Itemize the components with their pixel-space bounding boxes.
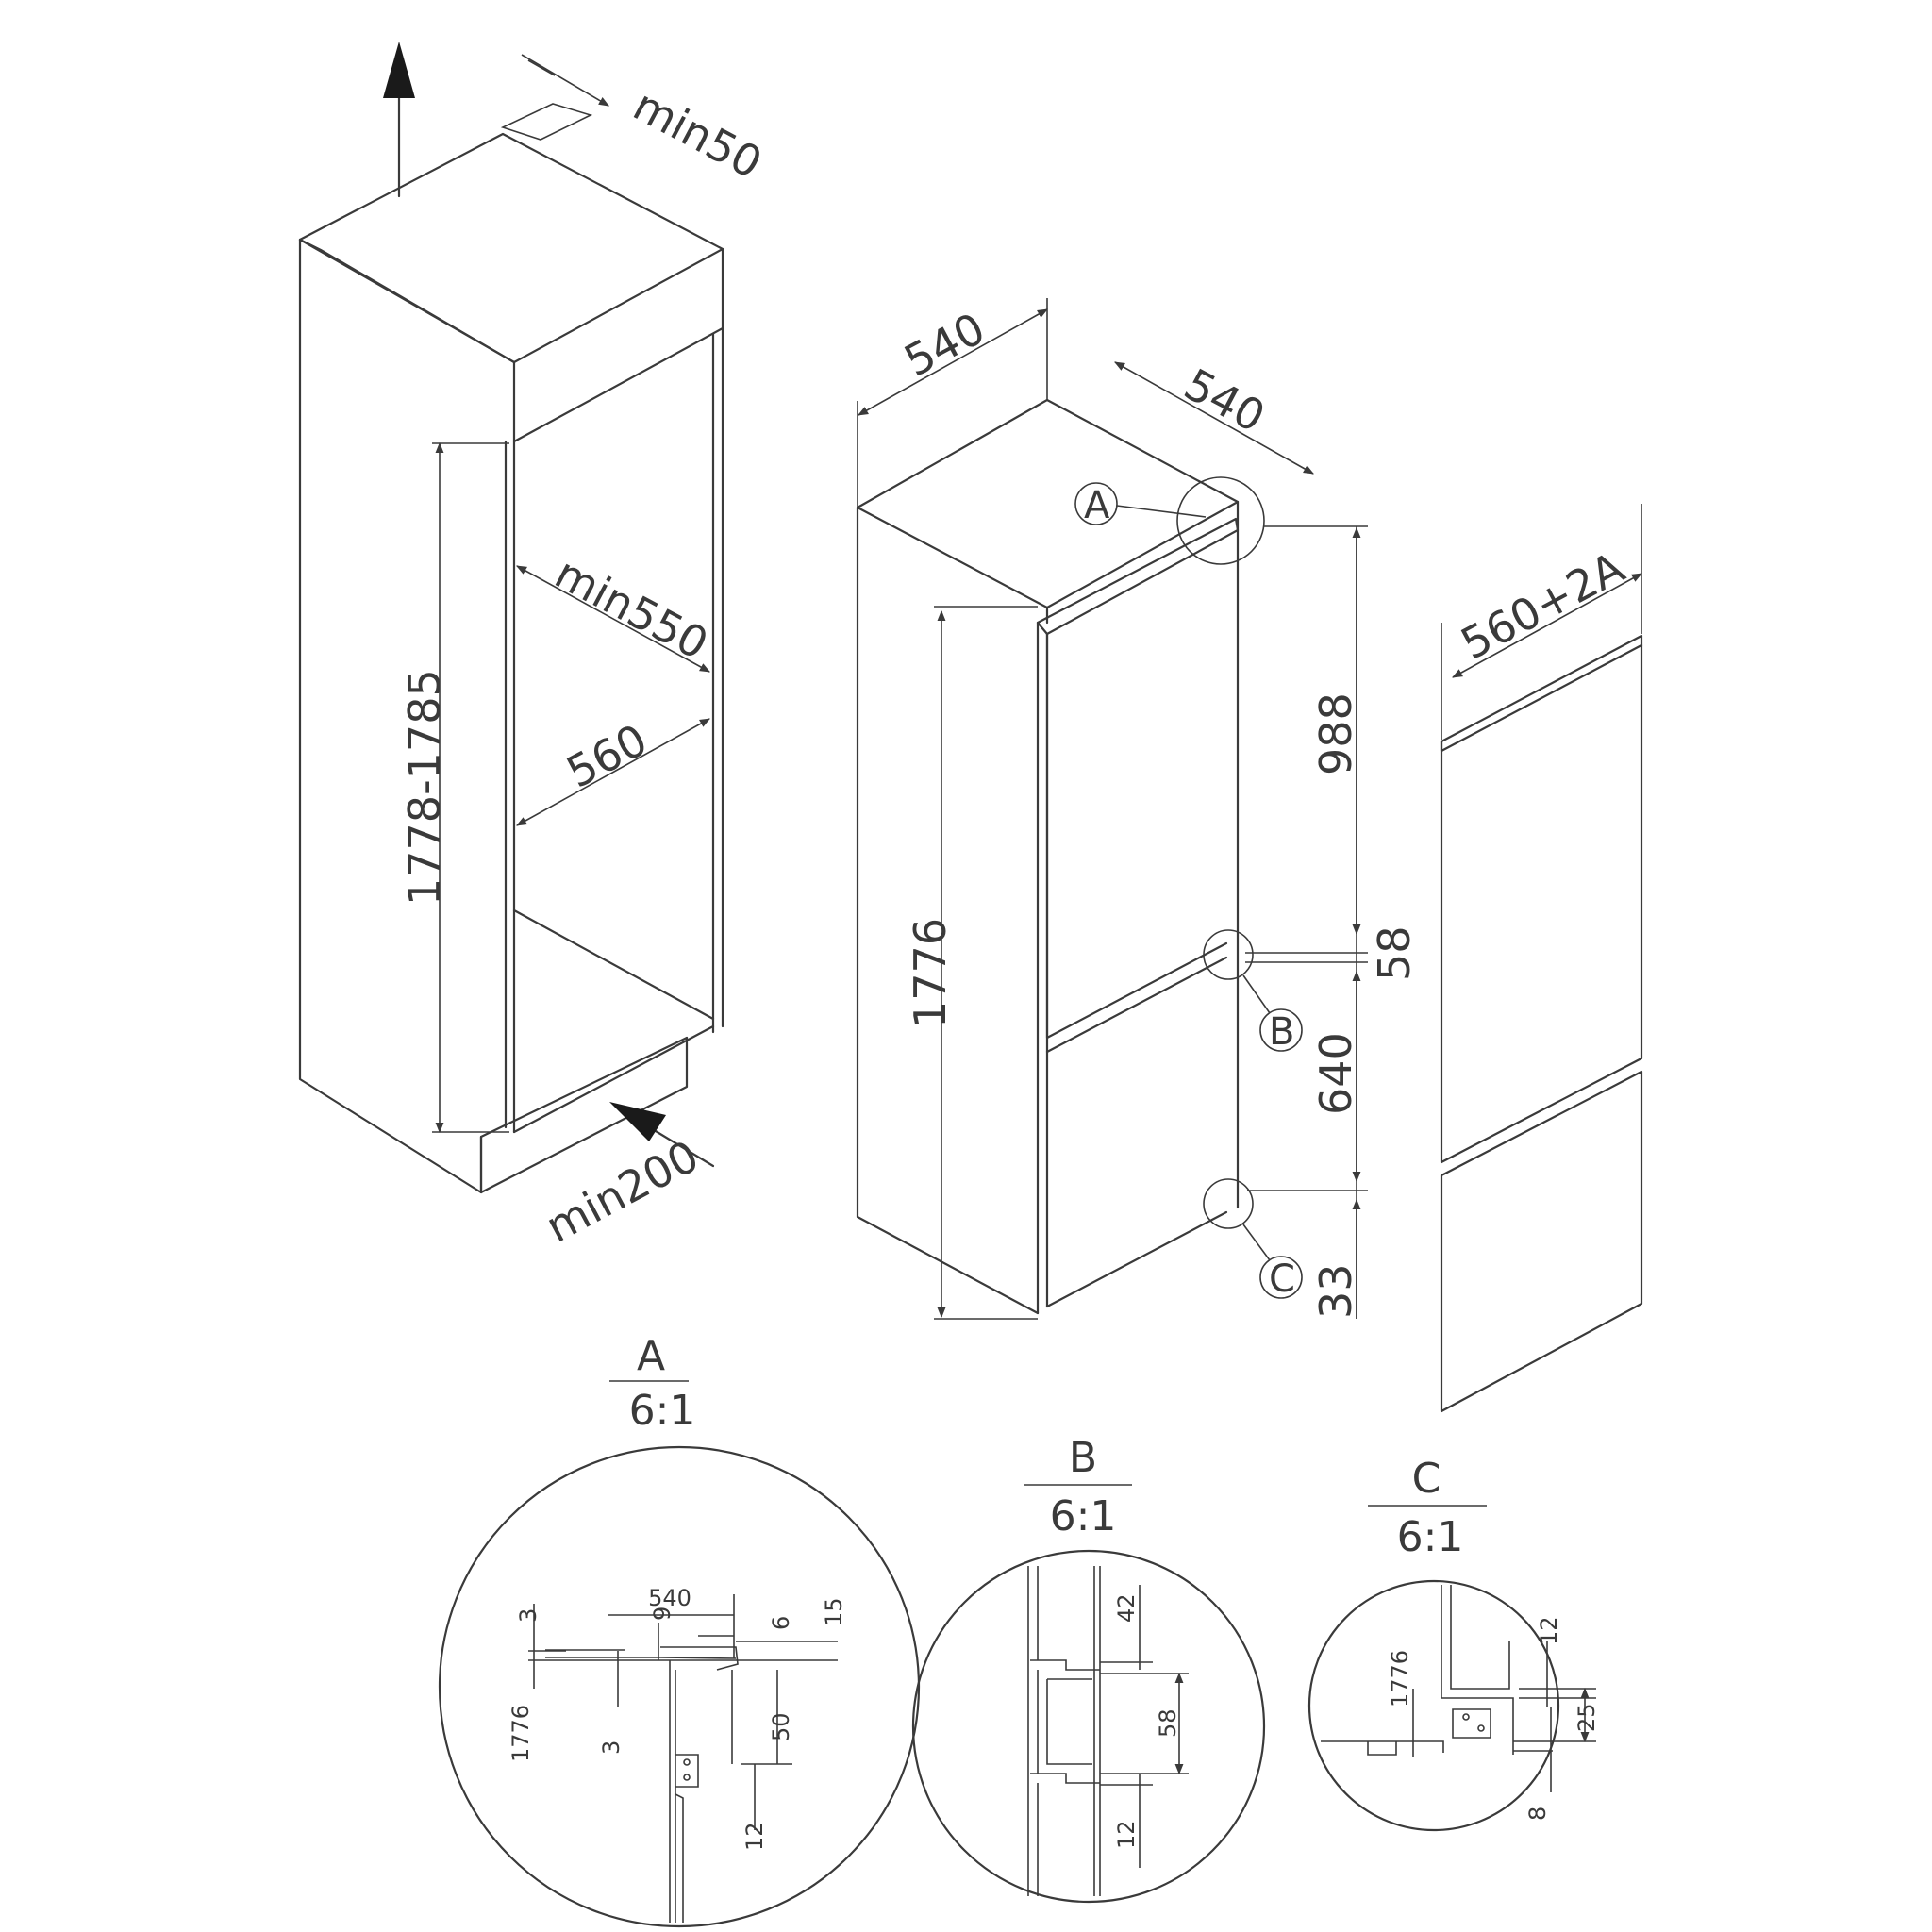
niche-height-dimension: 1778-1785 bbox=[399, 441, 509, 1134]
svg-text:8: 8 bbox=[1524, 1807, 1551, 1821]
panel-width-label: 560+2A bbox=[1453, 541, 1633, 670]
door-dimensions-chain: 988 58 640 33 bbox=[1245, 525, 1420, 1319]
appliance-height-label: 1776 bbox=[905, 918, 956, 1028]
svg-text:B: B bbox=[1269, 1010, 1294, 1054]
detail-b: B 6:1 42 58 12 bbox=[911, 1434, 1266, 1904]
top-clearance-label: min50 bbox=[625, 79, 771, 189]
appliance-width-label: 540 bbox=[896, 303, 993, 387]
detail-a-label: A bbox=[637, 1332, 665, 1380]
appliance-depth-label: 540 bbox=[1176, 358, 1274, 442]
bottom-vent-label: min200 bbox=[538, 1130, 707, 1253]
svg-text:25: 25 bbox=[1574, 1703, 1600, 1732]
svg-text:3: 3 bbox=[515, 1608, 541, 1623]
door-gap-label: 58 bbox=[1369, 925, 1420, 981]
svg-text:12: 12 bbox=[1536, 1616, 1562, 1645]
svg-text:A: A bbox=[1084, 484, 1110, 527]
niche-cabinet bbox=[298, 103, 724, 1194]
appliance-height-dimension: 1776 bbox=[905, 606, 1038, 1320]
callout-a: A bbox=[1074, 476, 1265, 565]
appliance-depth-dimension: 540 bbox=[1114, 358, 1314, 475]
detail-c-label: C bbox=[1412, 1455, 1441, 1503]
svg-text:58: 58 bbox=[1155, 1708, 1181, 1738]
svg-text:1776: 1776 bbox=[508, 1705, 534, 1762]
svg-text:3: 3 bbox=[598, 1740, 625, 1755]
svg-text:42: 42 bbox=[1113, 1593, 1140, 1623]
detail-c-scale: 6:1 bbox=[1397, 1513, 1464, 1561]
detail-c: C 6:1 1776 12 25 8 bbox=[1307, 1455, 1600, 1832]
niche-depth-dimension: min550 bbox=[516, 547, 716, 673]
detail-b-label: B bbox=[1069, 1434, 1097, 1482]
svg-text:C: C bbox=[1269, 1257, 1295, 1301]
appliance-width-dimension: 540 bbox=[857, 298, 1048, 508]
callout-b: B bbox=[1203, 929, 1303, 1054]
svg-text:1776: 1776 bbox=[1387, 1650, 1413, 1707]
niche-depth-label: min550 bbox=[547, 547, 716, 670]
lower-door-label: 640 bbox=[1310, 1032, 1361, 1115]
upper-door-label: 988 bbox=[1310, 692, 1361, 775]
bottom-vent-indicator: min200 bbox=[538, 1102, 715, 1253]
niche-height-label: 1778-1785 bbox=[399, 669, 450, 906]
svg-text:15: 15 bbox=[821, 1597, 847, 1626]
top-clearance-dimension: min50 bbox=[521, 54, 771, 189]
svg-text:540: 540 bbox=[648, 1585, 691, 1611]
niche-width-dimension: 560 bbox=[516, 714, 710, 826]
decor-panel bbox=[1440, 634, 1643, 1413]
detail-a-scale: 6:1 bbox=[629, 1387, 696, 1435]
svg-text:12: 12 bbox=[741, 1822, 768, 1851]
detail-a: A 6:1 540 9 6 15 3 1776 3 50 bbox=[438, 1332, 921, 1928]
svg-text:6: 6 bbox=[768, 1616, 794, 1630]
detail-b-scale: 6:1 bbox=[1050, 1492, 1117, 1541]
callout-c: C bbox=[1203, 1178, 1303, 1301]
svg-text:12: 12 bbox=[1113, 1820, 1140, 1849]
svg-text:9: 9 bbox=[649, 1607, 675, 1621]
panel-width-dimension: 560+2A bbox=[1441, 504, 1642, 740]
airflow-up-arrow bbox=[383, 42, 415, 198]
svg-text:50: 50 bbox=[768, 1712, 794, 1741]
appliance-body bbox=[856, 398, 1240, 1315]
bottom-label: 33 bbox=[1310, 1263, 1361, 1319]
niche-width-label: 560 bbox=[558, 714, 656, 798]
